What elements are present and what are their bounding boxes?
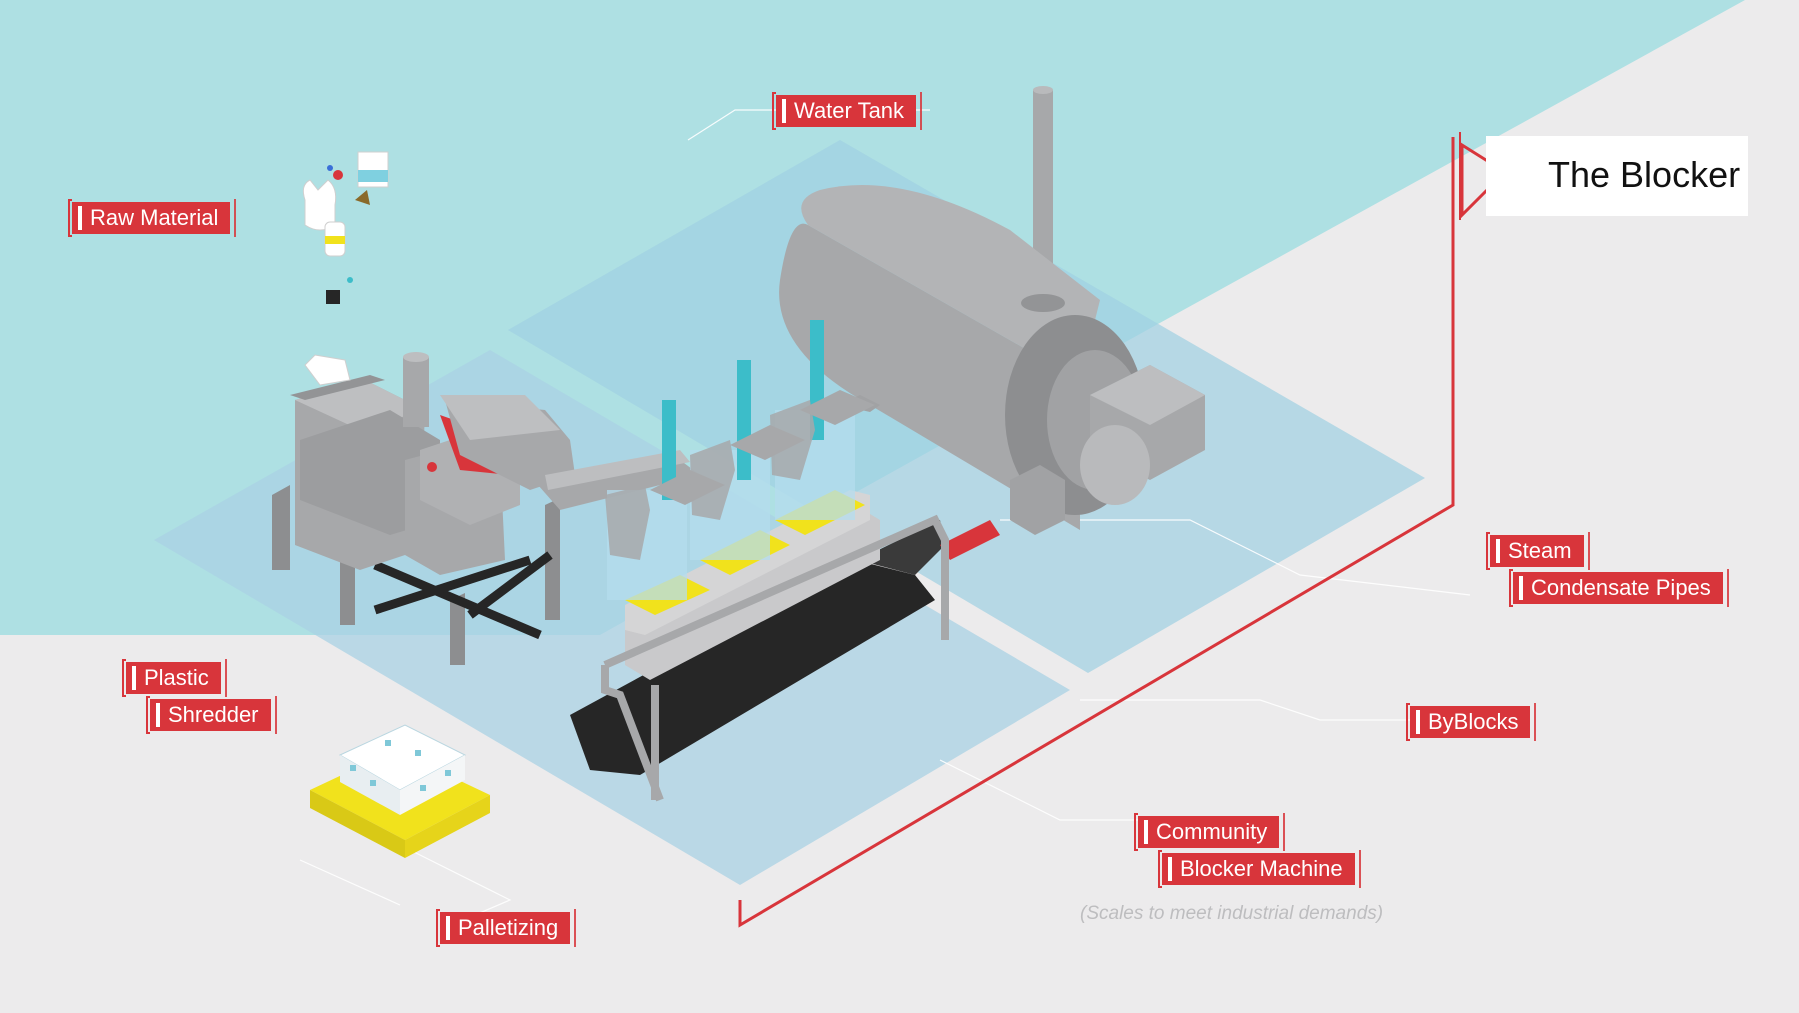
label-palletizing: Palletizing — [435, 909, 577, 947]
label-condensate-pipes: Condensate Pipes — [1509, 569, 1729, 607]
scales-note: (Scales to meet industrial demands) — [1080, 903, 1384, 924]
pallet-with-blocks — [310, 724, 490, 858]
label-shredder: Shredder — [146, 696, 277, 734]
label-raw-material: Raw Material — [67, 199, 237, 237]
leader-lines — [299, 109, 1471, 931]
label-blocker-machine: Blocker Machine — [1158, 850, 1361, 888]
water-tank — [779, 86, 1205, 535]
label-byblocks: ByBlocks — [1405, 703, 1537, 741]
label-plastic: Plastic — [122, 659, 227, 697]
page-title: The Blocker — [1548, 154, 1741, 195]
triangle-pointer-icon — [1460, 142, 1508, 219]
plastic-bag-icon — [302, 179, 337, 231]
raw-material-items — [302, 151, 389, 386]
conveyor-belt — [570, 520, 1000, 775]
label-community: Community — [1133, 813, 1286, 851]
railing — [601, 514, 949, 802]
blocker-bracket — [738, 137, 1455, 928]
label-steam: Steam — [1486, 532, 1590, 570]
title-box — [1486, 136, 1748, 216]
plastic-shredder — [272, 352, 700, 665]
press-cylinders — [605, 320, 875, 600]
label-water-tank: Water Tank — [771, 92, 923, 130]
